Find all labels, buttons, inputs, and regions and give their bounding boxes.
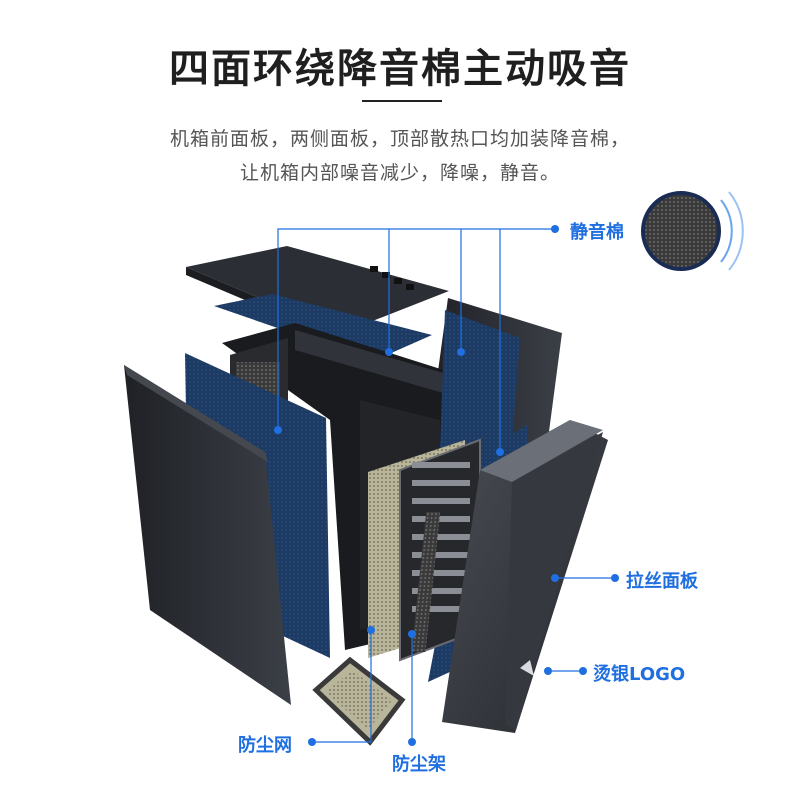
label-dust-rack: 防尘架 [392, 754, 446, 775]
top-panel [186, 246, 449, 333]
page-title: 四面环绕降音棉主动吸音 [169, 46, 631, 92]
silver-logo-mark [520, 660, 534, 676]
description-line-2: 让机箱内部噪音减少，降噪，静音。 [239, 162, 560, 184]
description-line-1: 机箱前面板，两侧面板，顶部散热口均加装降音棉， [169, 128, 630, 150]
cotton-sample-swatch [641, 191, 744, 271]
label-dust-mesh: 防尘网 [238, 735, 292, 756]
top-silent-cotton [214, 294, 432, 361]
label-brushed-panel: 拉丝面板 [626, 571, 698, 592]
title-underline [362, 100, 442, 102]
callout-lines [277, 228, 615, 743]
label-silver-logo: 烫银LOGO [593, 664, 686, 685]
label-silent-cotton: 静音棉 [570, 222, 624, 243]
dust-rack-slats [412, 462, 470, 612]
callout-dots [274, 225, 619, 746]
